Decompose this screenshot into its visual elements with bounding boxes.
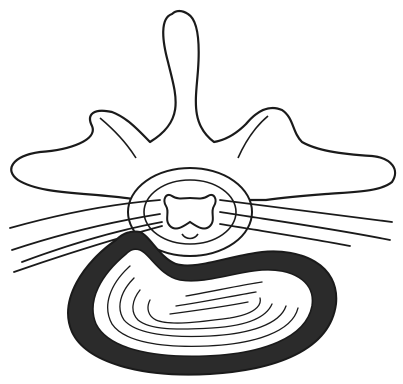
vertebra-cross-section-figure: [0, 0, 403, 384]
vertebra-diagram: [0, 0, 403, 384]
